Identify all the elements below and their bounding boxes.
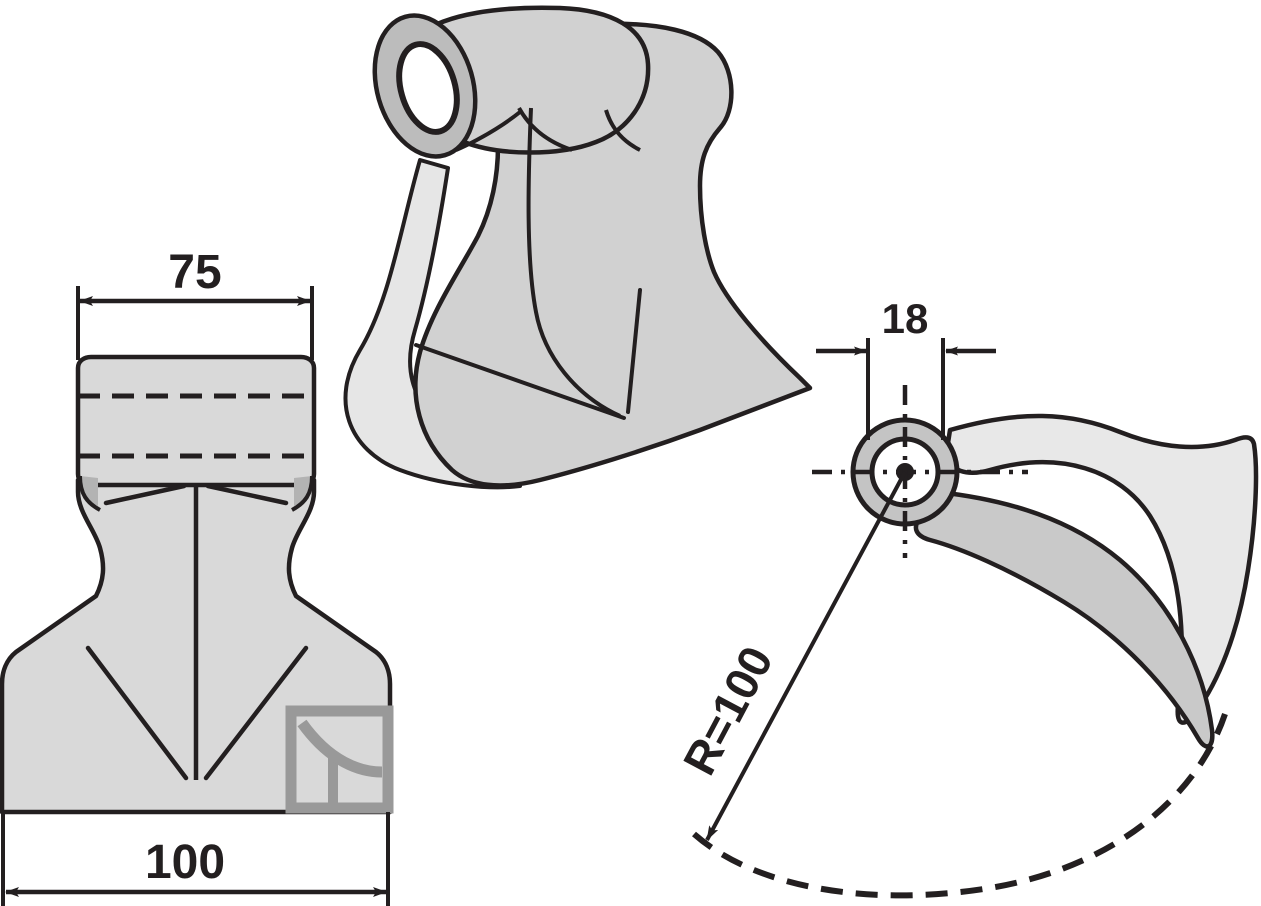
manufacturer-logo	[285, 705, 394, 814]
isometric-3d-view	[343, 5, 813, 490]
side-blade-rear	[943, 413, 1259, 725]
bore-centerlines	[812, 385, 1028, 558]
iso-grind-line-long	[414, 343, 626, 420]
dimension-18: 18	[816, 295, 996, 440]
boss-fillet-left-edge	[78, 475, 101, 512]
chamfer-line-right	[205, 483, 289, 506]
dimension-100: 100	[1, 812, 390, 906]
side-profile-view: 18 R=100	[673, 295, 1259, 899]
dimension-75: 75	[76, 246, 314, 360]
dim-label-100: 100	[145, 836, 225, 889]
front-orthographic-view: 75 100	[0, 246, 394, 906]
boss-fillet-left-shade	[80, 476, 98, 506]
boss-fillet-right-edge	[291, 475, 314, 512]
iso-crease-left-lower	[455, 110, 522, 152]
boss-fillet-right-shade	[294, 476, 312, 506]
chamfer-line-left	[103, 483, 187, 506]
iso-crease-left-upper	[517, 107, 573, 152]
logo-frame	[285, 705, 394, 814]
grind-line-left	[85, 645, 189, 781]
iso-center-crease	[526, 107, 621, 418]
side-blade-front	[913, 489, 1215, 749]
iso-back-flange	[343, 158, 522, 490]
iso-boss-bore	[396, 41, 460, 135]
mounting-boss-block	[75, 354, 317, 488]
logo-divider-icon	[328, 754, 338, 804]
leader-line-r100	[705, 471, 907, 841]
logo-swoosh-icon	[297, 719, 383, 778]
iso-grind-line-short	[626, 288, 642, 414]
iso-crease-right-upper	[604, 109, 641, 152]
swing-radius-arc	[692, 713, 1228, 899]
dim-label-18: 18	[882, 295, 929, 342]
dim-label-75: 75	[168, 246, 221, 299]
grind-line-right	[203, 645, 309, 781]
